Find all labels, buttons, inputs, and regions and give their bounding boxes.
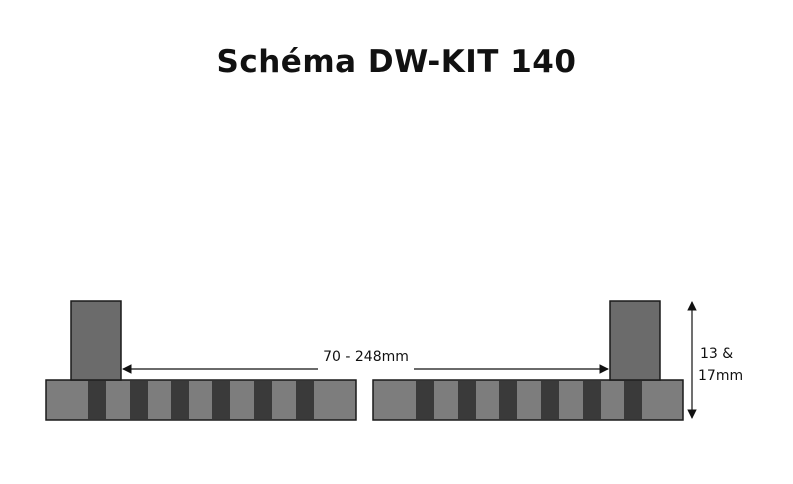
width-dimension-label: 70 - 248mm: [323, 349, 409, 365]
rail-stripe: [130, 381, 148, 419]
width-label-background: [318, 360, 414, 378]
rail-stripe: [499, 381, 517, 419]
rail-stripe: [212, 381, 230, 419]
left-rail-stripes: [88, 381, 314, 419]
height-dimension: 13 & 17mm: [687, 301, 743, 419]
rail-stripe: [416, 381, 434, 419]
rail-stripe: [583, 381, 601, 419]
rail-stripe: [171, 381, 189, 419]
right-stop-block: [609, 300, 661, 381]
height-dimension-label-line2: 17mm: [698, 368, 743, 384]
rail-stripe: [458, 381, 476, 419]
rail-stripe: [254, 381, 272, 419]
left-rail: [45, 300, 357, 421]
width-dimension: 70 - 248mm: [122, 349, 609, 378]
right-rail: [372, 300, 684, 421]
rail-stripe: [541, 381, 559, 419]
rail-stripe: [88, 381, 106, 419]
rail-stripe: [296, 381, 314, 419]
rail-stripe: [624, 381, 642, 419]
left-stop-block: [70, 300, 122, 381]
diagram-title: Schéma DW-KIT 140: [216, 44, 577, 80]
right-rail-stripes: [416, 381, 642, 419]
height-dimension-label-line1: 13 &: [700, 346, 733, 362]
